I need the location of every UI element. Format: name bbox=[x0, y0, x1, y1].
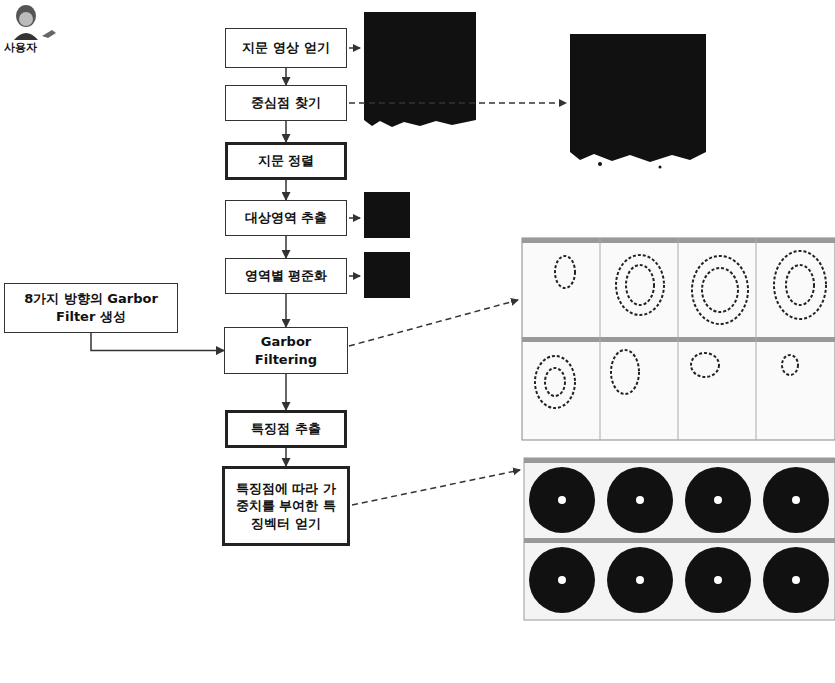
gabor-grid bbox=[522, 238, 835, 440]
user-label: 사용자 bbox=[4, 40, 37, 55]
box-label: 8가지 방향의 Garbor Filter 생성 bbox=[11, 290, 171, 325]
box-label: Garbor Filtering bbox=[231, 333, 341, 368]
box-label: 특징점 추출 bbox=[251, 420, 321, 438]
process-box: 지문 정렬 bbox=[225, 142, 347, 180]
process-box: 특징점에 따라 가중치를 부여한 특징벡터 얻기 bbox=[222, 466, 350, 546]
box-label: 중심점 찾기 bbox=[251, 94, 321, 112]
feature-circles bbox=[524, 458, 835, 620]
region-image bbox=[364, 192, 410, 238]
flow-arrow bbox=[91, 333, 224, 351]
process-box: 중심점 찾기 bbox=[225, 85, 347, 121]
process-box: Garbor Filtering bbox=[224, 327, 348, 374]
process-box: 특징점 추출 bbox=[225, 410, 347, 448]
box-label: 지문 영상 얻기 bbox=[242, 39, 329, 57]
flow-arrow bbox=[285, 294, 287, 327]
box-label: 지문 정렬 bbox=[258, 152, 315, 170]
leader-lines bbox=[349, 48, 566, 505]
flow-arrow bbox=[285, 121, 287, 142]
flow-arrow bbox=[285, 374, 287, 410]
flow-arrow bbox=[285, 236, 287, 258]
box-label: 영역별 평준화 bbox=[245, 267, 328, 285]
fingerprint-image bbox=[364, 12, 476, 120]
box-label: 대상영역 추출 bbox=[245, 209, 328, 227]
flow-arrow bbox=[285, 180, 287, 200]
flow-arrow bbox=[285, 68, 287, 85]
process-box: 영역별 평준화 bbox=[225, 258, 347, 294]
normalized-image bbox=[364, 252, 410, 298]
process-box: 지문 영상 얻기 bbox=[225, 28, 347, 68]
process-box: 8가지 방향의 Garbor Filter 생성 bbox=[4, 283, 178, 333]
box-label: 특징점에 따라 가중치를 부여한 특징벡터 얻기 bbox=[231, 480, 341, 533]
process-box: 대상영역 추출 bbox=[225, 200, 347, 236]
flow-arrow bbox=[285, 448, 287, 466]
center-point-image bbox=[570, 34, 706, 152]
user-icon bbox=[14, 5, 56, 40]
